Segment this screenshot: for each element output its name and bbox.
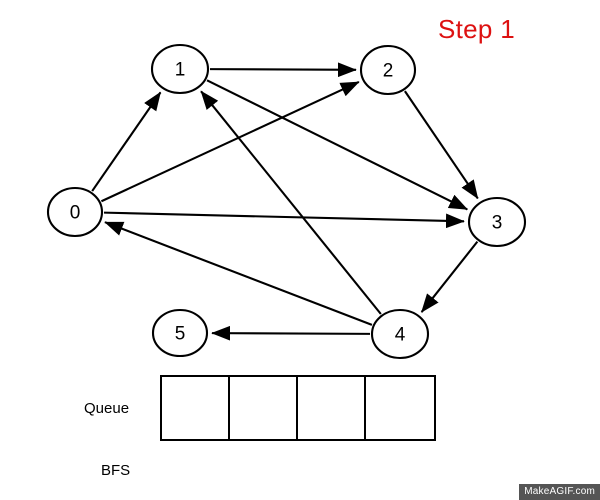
queue-cell-1[interactable] — [230, 377, 298, 439]
queue-label: Queue — [84, 400, 130, 417]
graph-node-3[interactable]: 3 — [467, 196, 527, 248]
graph-node-label-0: 0 — [70, 203, 81, 224]
graph-node-circle-4 — [370, 308, 430, 360]
queue-cell-0[interactable] — [162, 377, 230, 439]
graph-edge-2-to-3 — [404, 90, 479, 200]
graph-edges — [91, 62, 479, 341]
graph-nodes: 0 1 2 3 4 5 — [46, 43, 527, 360]
queue-container — [160, 375, 436, 441]
algorithm-label: BFS — [101, 462, 131, 479]
graph-node-label-1: 1 — [175, 60, 186, 81]
graph-edge-1-to-3 — [206, 79, 469, 211]
graph-node-label-2: 2 — [383, 61, 394, 82]
graph-node-label-4: 4 — [395, 325, 406, 346]
queue-cell-3[interactable] — [366, 377, 434, 439]
graph-node-label-3: 3 — [492, 213, 503, 234]
page-title: Step 1 — [438, 14, 515, 44]
graph-edge-4-to-5 — [211, 325, 371, 341]
graph-node-circle-0 — [46, 186, 104, 238]
graph-edge-1-to-2 — [209, 62, 357, 78]
graph-edge-3-to-4 — [420, 241, 479, 313]
graph-edge-0-to-1 — [91, 91, 162, 192]
graph-edge-4-to-0 — [104, 221, 373, 326]
graph-node-circle-3 — [467, 196, 527, 248]
graph-node-5[interactable]: 5 — [151, 308, 209, 358]
queue-cell-2[interactable] — [298, 377, 366, 439]
graph-node-1[interactable]: 1 — [150, 43, 210, 95]
watermark: MakeAGIF.com — [519, 484, 600, 500]
graph-node-circle-5 — [151, 308, 209, 358]
graph-edge-0-to-2 — [100, 81, 360, 203]
graph-node-0[interactable]: 0 — [46, 186, 104, 238]
graph-node-label-5: 5 — [175, 324, 186, 345]
graph-node-circle-1 — [150, 43, 210, 95]
graph-edge-0-to-3 — [103, 211, 465, 229]
graph-node-2[interactable]: 2 — [359, 44, 417, 96]
graph-node-circle-2 — [359, 44, 417, 96]
graph-edge-4-to-1 — [200, 90, 382, 315]
graph-node-4[interactable]: 4 — [370, 308, 430, 360]
